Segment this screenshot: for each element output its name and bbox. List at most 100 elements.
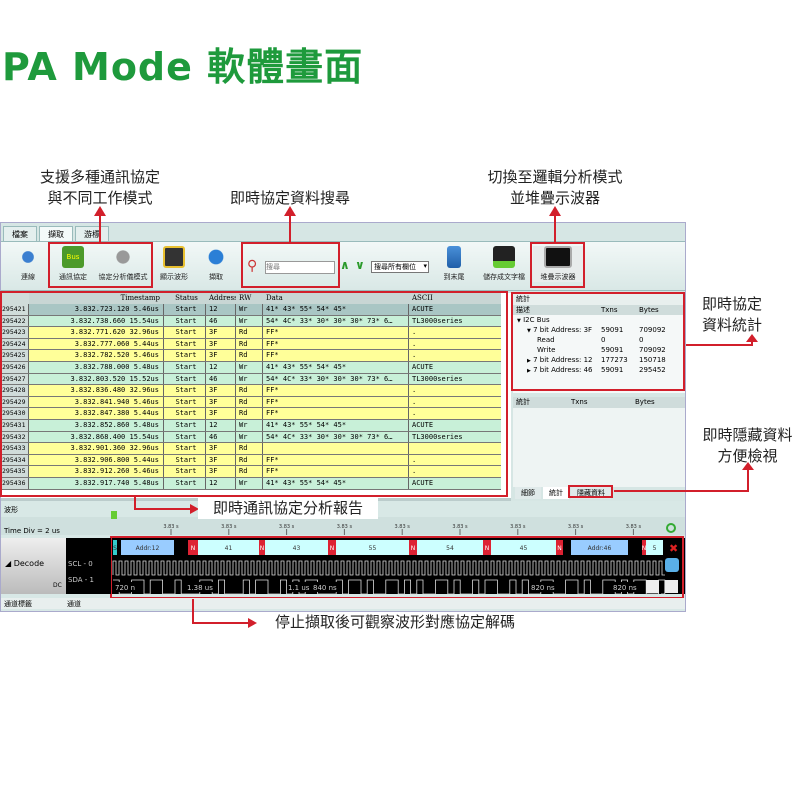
zoom-out-icon[interactable] [665, 580, 678, 593]
expand-icon[interactable]: ▶ [527, 358, 531, 364]
zoom-in-icon[interactable] [646, 580, 659, 593]
protocol-label: 通訊協定 [59, 273, 87, 281]
decode-segment[interactable] [265, 540, 328, 555]
cell-status: Start [164, 315, 206, 327]
time-ruler[interactable] [1, 517, 685, 535]
search-scope-select[interactable]: 搜尋所有欄位▾ [371, 261, 429, 273]
decode-segment[interactable] [259, 540, 265, 555]
decode-segment[interactable] [328, 540, 336, 555]
cell-timestamp: 3.832.912.260 5.46us [29, 466, 164, 477]
sda-label-bg [530, 582, 560, 592]
annotation-line: 即時協定 [701, 295, 762, 313]
decode-segment[interactable] [556, 540, 563, 555]
decode-label: 55 [369, 545, 377, 552]
tab-file[interactable]: 檔案 [3, 226, 37, 241]
analyzer-mode-button[interactable]: 協定分析儀模式 [95, 246, 151, 282]
show-wave-button[interactable]: 顯示波形 [157, 246, 191, 282]
decode-segment[interactable] [571, 540, 628, 555]
search-prev-icon[interactable]: ∧ [340, 258, 350, 272]
cell-rw: Rd [236, 454, 263, 466]
stats-tree-item[interactable]: ▼ I2C Bus [513, 315, 685, 325]
header-cell: Bytes [635, 398, 655, 406]
oscilloscope-icon [544, 246, 572, 268]
cell-data: FF* [263, 327, 409, 338]
decode-group[interactable]: ◢ Decode DC [1, 538, 66, 594]
decode-segment[interactable] [409, 540, 417, 555]
decode-segment[interactable] [646, 540, 663, 555]
decode-segment[interactable] [491, 540, 556, 555]
cell-address: 3F [206, 385, 236, 396]
refresh-icon[interactable] [666, 523, 676, 533]
annotation-line: 與不同工作模式 [47, 189, 153, 207]
decode-label: 43 [293, 545, 301, 552]
tab-stats[interactable]: 統計 [543, 487, 569, 499]
tab-cursor[interactable]: 游標 [75, 226, 109, 241]
save-text-button[interactable]: 儲存成文字檔 [479, 246, 529, 282]
decode-label: N [485, 545, 490, 552]
tab-capture[interactable]: 擷取 [39, 226, 73, 241]
cell-rw: Wr [236, 373, 263, 385]
decode-segment[interactable] [198, 540, 259, 555]
ruler-tick-label: 3.83 s [568, 524, 584, 530]
decode-segment[interactable] [417, 540, 483, 555]
item-label: Read [537, 336, 555, 344]
sda-label-bg [186, 582, 216, 592]
cell-status: Start [164, 396, 206, 408]
cell-status: Start [164, 385, 206, 396]
to-end-button[interactable]: 到末尾 [437, 246, 471, 282]
decode-segment[interactable] [483, 540, 491, 555]
cell-index: 295424 [1, 338, 29, 350]
cell-status: Start [164, 304, 206, 315]
cell-index: 295428 [1, 385, 29, 396]
cell-timestamp: 3.832.803.520 15.52us [29, 373, 164, 385]
connect-button[interactable]: 連線 [11, 246, 45, 282]
expand-icon[interactable]: ▼ [517, 318, 521, 324]
decode-segment[interactable] [113, 540, 117, 555]
trigger-marker[interactable] [111, 511, 117, 519]
cell-rw: Wr [236, 420, 263, 431]
cell-index: 295435 [1, 466, 29, 477]
decode-segment[interactable] [188, 540, 198, 555]
cell-ascii: TL3000series [412, 316, 463, 325]
expand-icon[interactable]: ▼ [527, 328, 531, 334]
close-icon[interactable]: ✖ [669, 542, 678, 555]
zoom-fit-icon[interactable] [665, 558, 679, 572]
stack-scope-button[interactable]: 堆疊示波器 [533, 246, 583, 282]
decode-segment[interactable] [642, 540, 646, 555]
decode-segment[interactable] [336, 540, 409, 555]
cell-status: Start [164, 466, 206, 477]
decode-segment[interactable] [121, 540, 174, 555]
search-next-icon[interactable]: ∨ [355, 258, 365, 272]
tab-details[interactable]: 細節 [515, 487, 541, 499]
ruler-tick-label: 3.83 s [395, 524, 411, 530]
expand-icon[interactable]: ▶ [527, 368, 531, 374]
search-input[interactable] [265, 261, 335, 274]
item-txns: 0 [601, 336, 606, 344]
capture-button[interactable]: 擷取 [201, 246, 231, 282]
cell-index: 295426 [1, 362, 29, 373]
